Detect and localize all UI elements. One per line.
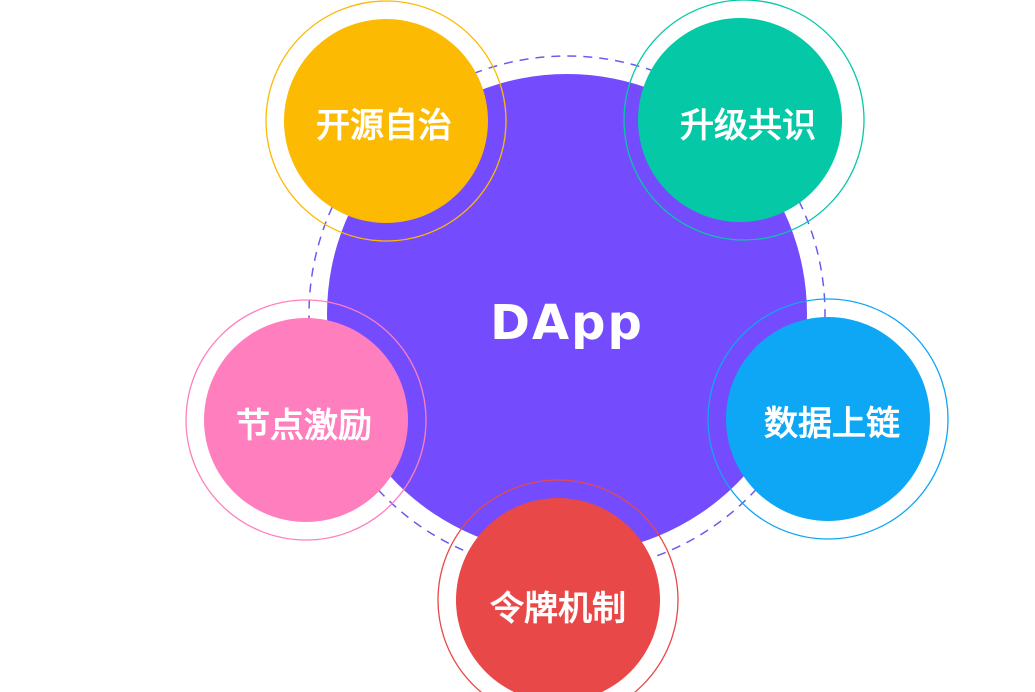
node-circle xyxy=(726,317,930,521)
node-circle xyxy=(284,19,488,223)
node-circle xyxy=(204,318,408,522)
node-token-mechanism: 令牌机制 xyxy=(437,479,679,692)
node-label: 节点激励 xyxy=(236,406,372,446)
node-ring xyxy=(623,0,865,241)
center-label: DApp xyxy=(490,295,644,351)
node-ring xyxy=(707,298,949,540)
node-circle xyxy=(456,498,660,692)
node-label: 数据上链 xyxy=(764,404,900,444)
node-open-source-autonomy: 开源自治 xyxy=(265,0,507,242)
node-label: 升级共识 xyxy=(680,106,816,146)
node-ring xyxy=(265,0,507,242)
node-node-incentive: 节点激励 xyxy=(185,299,427,541)
node-label: 令牌机制 xyxy=(490,589,626,629)
node-label: 开源自治 xyxy=(316,106,452,146)
node-ring xyxy=(185,299,427,541)
node-upgrade-consensus: 升级共识 xyxy=(623,0,865,241)
node-data-on-chain: 数据上链 xyxy=(707,298,949,540)
node-circle xyxy=(638,18,842,222)
node-ring xyxy=(437,479,679,692)
